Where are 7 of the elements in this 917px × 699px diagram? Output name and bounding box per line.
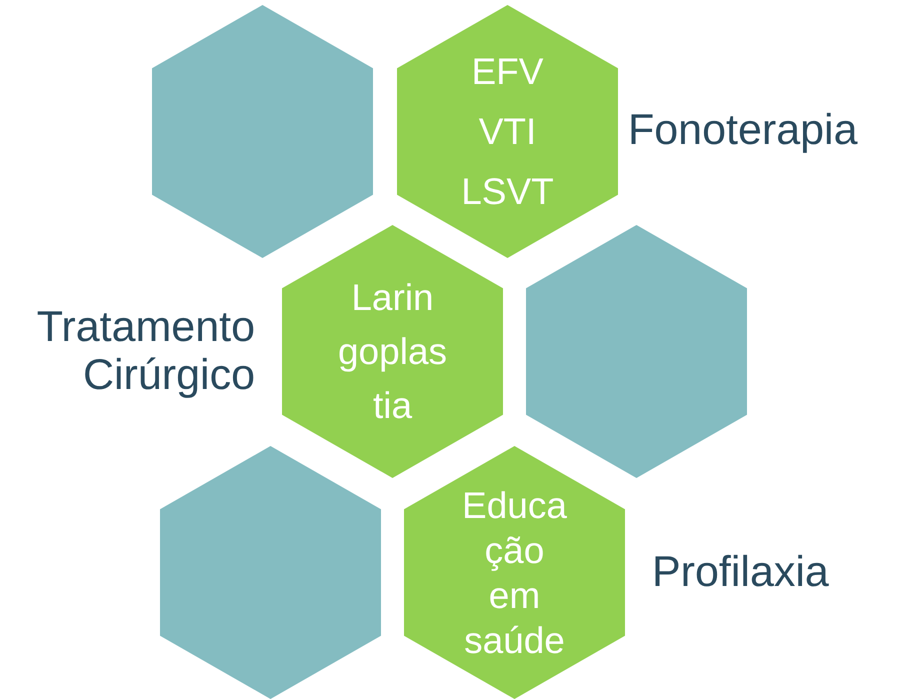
category-label: Profilaxia xyxy=(652,548,830,596)
hexagon-text: EFV VTI LSVT xyxy=(461,50,554,214)
category-label: Fonoterapia xyxy=(628,106,858,154)
hexagon-text: Larin goplas tia xyxy=(338,276,448,428)
hexagon-text: Educa ção em saúde xyxy=(462,484,567,662)
hexagon-tile xyxy=(404,446,625,699)
category-label: Tratamento Cirúrgico xyxy=(36,303,255,399)
